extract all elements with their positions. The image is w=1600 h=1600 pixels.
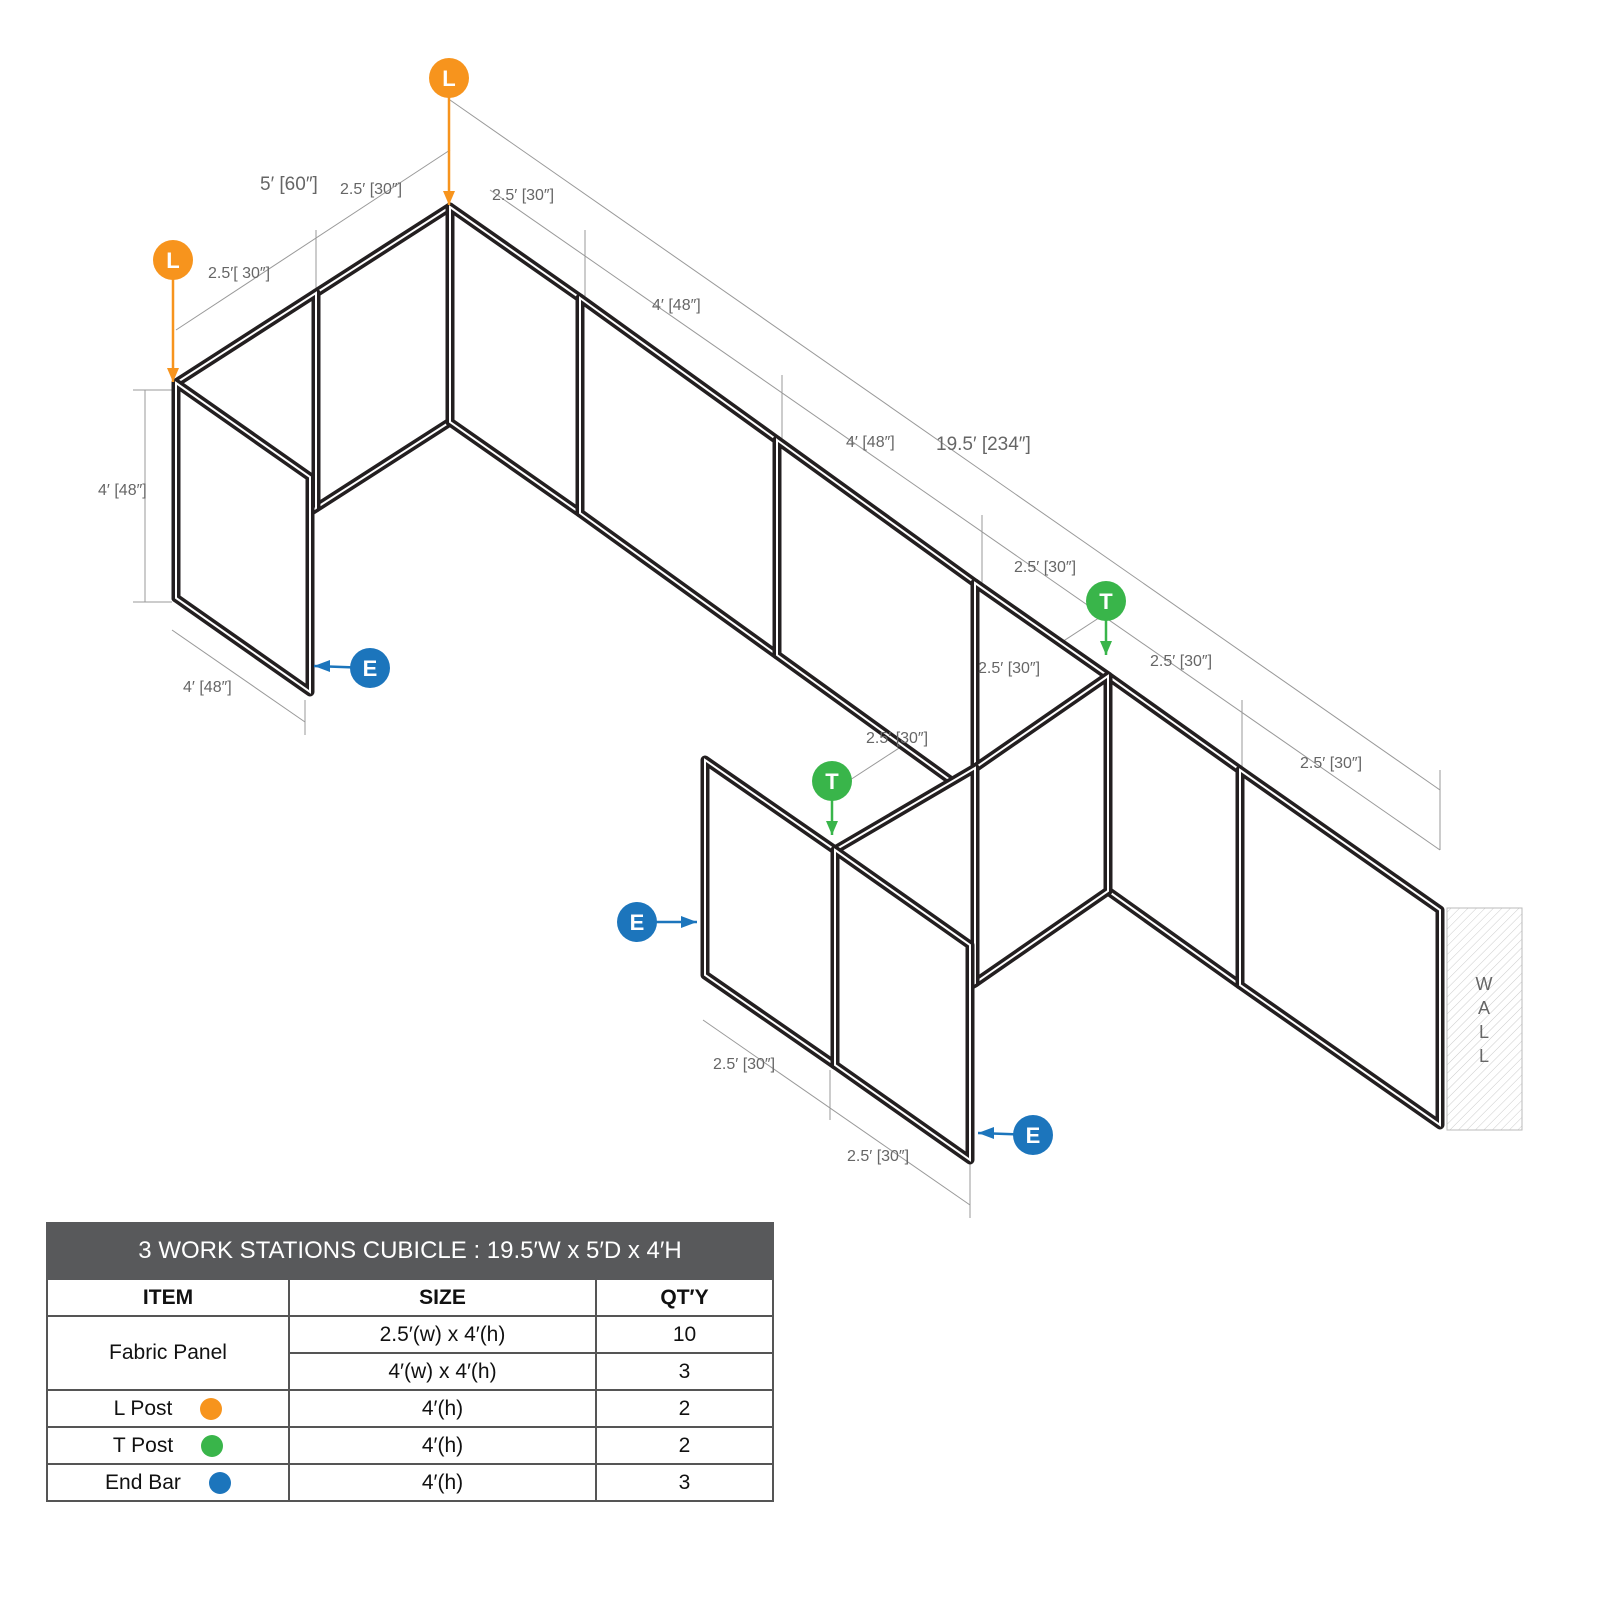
- dimension-label: 2.5′ [30″]: [713, 1056, 775, 1073]
- badge-circle: [153, 240, 193, 280]
- e-marker: E: [977, 1115, 1053, 1155]
- dimension-label: 2.5′ [30″]: [847, 1148, 909, 1165]
- badge-letter: T: [1099, 589, 1113, 614]
- col-qty: QT′Y: [595, 1278, 774, 1317]
- t-marker: T: [1086, 581, 1126, 655]
- dimension-label: 4′ [48″]: [652, 297, 701, 314]
- dimension-label: 2.5′ [30″]: [492, 187, 554, 204]
- table-title: 3 WORK STATIONS CUBICLE : 19.5′W x 5′D x…: [46, 1222, 774, 1280]
- size: 4′(h): [288, 1389, 597, 1428]
- arrow-icon: [167, 368, 179, 382]
- t-marker: T: [812, 761, 852, 835]
- dimension-label: 2.5′[ 30″]: [208, 265, 270, 282]
- wall-label: W: [1476, 974, 1493, 994]
- dimension-label: 2.5′ [30″]: [978, 660, 1040, 677]
- fabric-panel: [575, 293, 782, 660]
- badge-letter: E: [363, 656, 378, 681]
- badge-circle: [617, 902, 657, 942]
- badge-circle: [1013, 1115, 1053, 1155]
- qty: 3: [595, 1463, 774, 1502]
- fabric-panel: [1235, 765, 1445, 1130]
- dimension-label: 19.5′ [234″]: [936, 434, 1031, 455]
- e-marker: E: [617, 902, 697, 942]
- size: 4′(w) x 4′(h): [288, 1352, 597, 1391]
- dimension-label: 2.5′ [30″]: [1300, 755, 1362, 772]
- table-row: End Bar 4′(h)3: [46, 1463, 774, 1502]
- panel-edge: [1239, 768, 1441, 1127]
- fabric-panel: [311, 202, 455, 513]
- item: T Post: [112, 1433, 174, 1457]
- arrow-icon: [978, 1127, 994, 1139]
- item: L Post: [113, 1396, 173, 1420]
- table-row: L Post 4′(h)2: [46, 1389, 774, 1428]
- wall-label: A: [1478, 998, 1490, 1018]
- badge-letter: E: [1026, 1123, 1041, 1148]
- item: Fabric Panel: [46, 1315, 290, 1391]
- badge-letter: L: [442, 66, 455, 91]
- dimension-label: 4′ [48″]: [98, 482, 147, 499]
- l-marker: L: [153, 240, 193, 382]
- arrow-icon: [1100, 641, 1112, 655]
- arrow-icon: [681, 916, 697, 928]
- dimension-label: 2.5′ [30″]: [1014, 559, 1076, 576]
- item: End Bar: [105, 1470, 181, 1494]
- dimension-label: 4′ [48″]: [183, 679, 232, 696]
- dimension-label: 2.5′ [30″]: [1150, 653, 1212, 670]
- e-marker: E: [313, 648, 390, 688]
- dimension-label: 4′ [48″]: [846, 434, 895, 451]
- badge-letter: E: [630, 910, 645, 935]
- dimension-label: 5′ [60″]: [260, 174, 318, 195]
- size: 2.5′(w) x 4′(h): [288, 1315, 597, 1354]
- badge-letter: T: [825, 769, 839, 794]
- t-post-dot-icon: [201, 1434, 224, 1457]
- qty: 2: [595, 1426, 774, 1465]
- qty: 2: [595, 1389, 774, 1428]
- panel-edge: [175, 381, 311, 694]
- wall-label: L: [1479, 1046, 1489, 1066]
- badge-circle: [812, 761, 852, 801]
- end-bar-dot-icon: [208, 1471, 231, 1494]
- parts-table: 3 WORK STATIONS CUBICLE : 19.5′W x 5′D x…: [46, 1222, 774, 1502]
- table-row: 4′(w) x 4′(h)3: [47, 1352, 774, 1391]
- badge-circle: [350, 648, 390, 688]
- l-marker: L: [429, 58, 469, 205]
- badge-circle: [1086, 581, 1126, 621]
- badge-letter: L: [166, 248, 179, 273]
- badge-circle: [429, 58, 469, 98]
- arrow-icon: [314, 660, 330, 672]
- dimension-label: 2.5′ [30″]: [866, 730, 928, 747]
- size: 4′(h): [288, 1463, 597, 1502]
- qty: 3: [595, 1352, 774, 1391]
- col-size: SIZE: [288, 1278, 597, 1317]
- dimension-label: 2.5′ [30″]: [340, 181, 402, 198]
- wall-label: L: [1479, 1022, 1489, 1042]
- col-item: ITEM: [46, 1278, 290, 1317]
- arrow-icon: [826, 821, 838, 835]
- wall: [1446, 907, 1523, 1131]
- l-post-dot-icon: [200, 1397, 223, 1420]
- table-row: T Post 4′(h)2: [46, 1426, 774, 1465]
- panel-edge: [834, 848, 971, 1162]
- size: 4′(h): [288, 1426, 597, 1465]
- qty: 10: [595, 1315, 774, 1354]
- arrow-icon: [443, 191, 455, 205]
